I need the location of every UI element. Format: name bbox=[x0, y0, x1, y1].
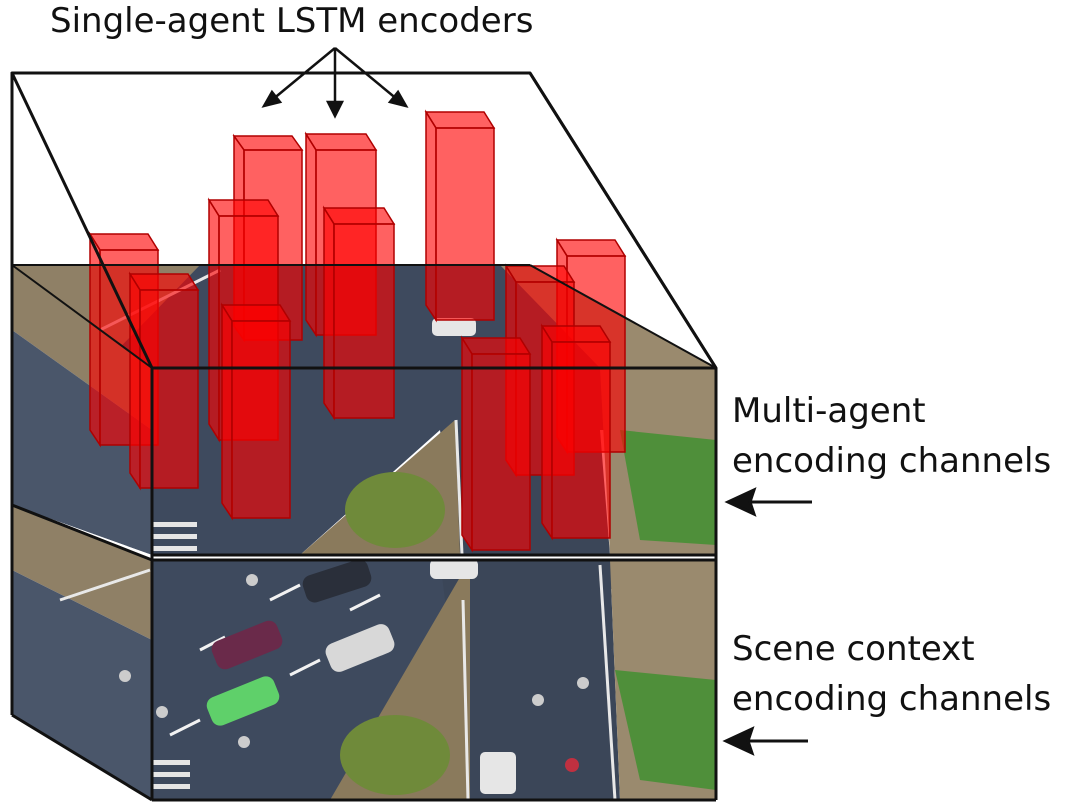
vehicles bbox=[156, 560, 589, 794]
multi-agent-label-line2: encoding channels bbox=[732, 441, 1052, 481]
lstm-prism bbox=[460, 335, 532, 553]
lstm-encoder-prisms bbox=[88, 109, 627, 553]
lstm-prism bbox=[540, 323, 612, 541]
single-agent-lstm-label: Single-agent LSTM encoders bbox=[50, 1, 534, 41]
lstm-prism bbox=[322, 205, 396, 421]
lstm-prism bbox=[220, 302, 292, 521]
arrow-left-icon bbox=[722, 726, 808, 756]
scene-context-label-line1: Scene context bbox=[732, 629, 975, 669]
multi-agent-label-line1: Multi-agent bbox=[732, 391, 926, 431]
scene-context-left-face bbox=[12, 505, 152, 800]
arrow-left-icon bbox=[724, 487, 812, 517]
scene-context-front-face bbox=[152, 560, 716, 800]
arrow-down-icon bbox=[261, 47, 409, 119]
layer-box-outline bbox=[10, 71, 718, 802]
lstm-prism bbox=[424, 109, 496, 323]
scene-context-label-line2: encoding channels bbox=[732, 679, 1052, 719]
lstm-prism bbox=[128, 271, 200, 491]
